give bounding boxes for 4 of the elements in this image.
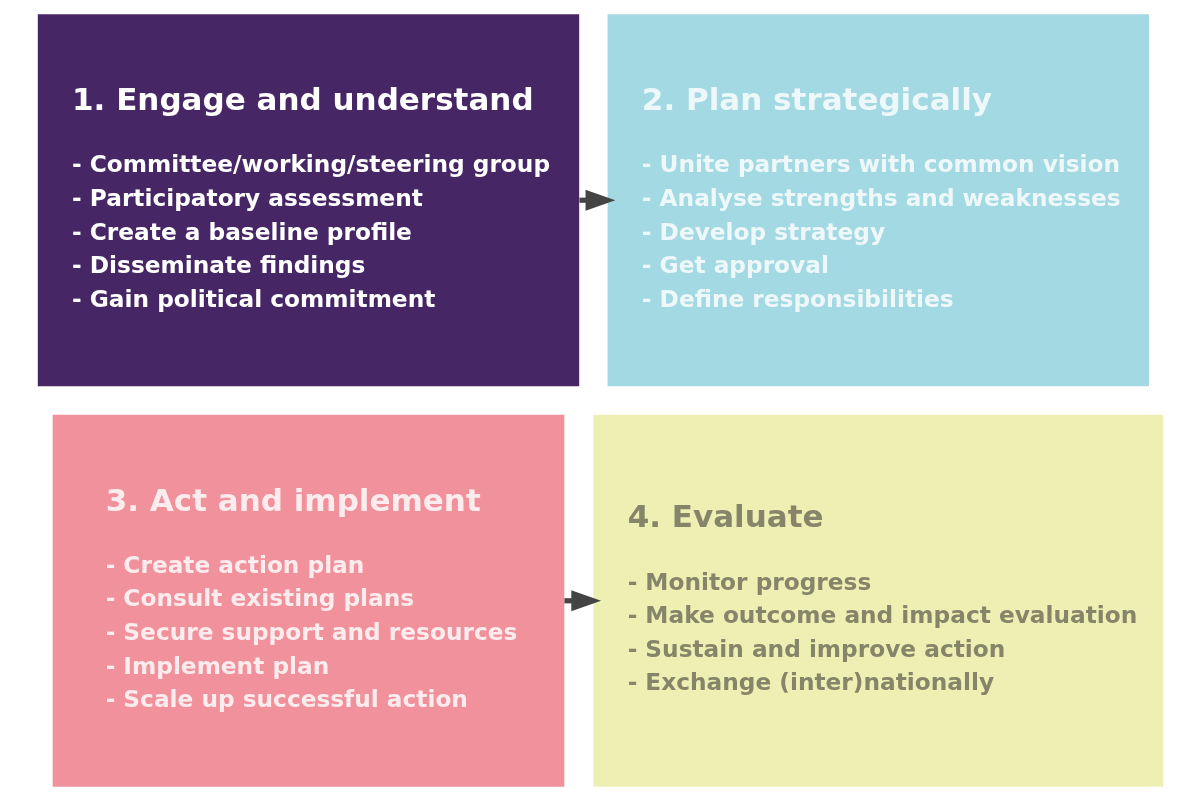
node-box: 1. Engage and understand - Committee/working/steering group - Participatory assessment - Create a baseline profile - Disseminate findings - Gain political commitment xyxy=(37,13,579,386)
node-box: 4. Evaluate - Monitor progress - Make outcome and impact evaluation - Sustain and improve action - Exchange (inter)nationally xyxy=(592,414,1163,787)
node-box: 3. Act and implement - Create action plan - Consult existing plans - Secure support and resources - Implement plan - Scale up successful action xyxy=(52,414,564,787)
node-box: 2. Plan strategically - Unite partners with common vision - Analyse strengths and weaknesses - Develop strategy - Get approval - Define responsibilities xyxy=(607,13,1149,386)
